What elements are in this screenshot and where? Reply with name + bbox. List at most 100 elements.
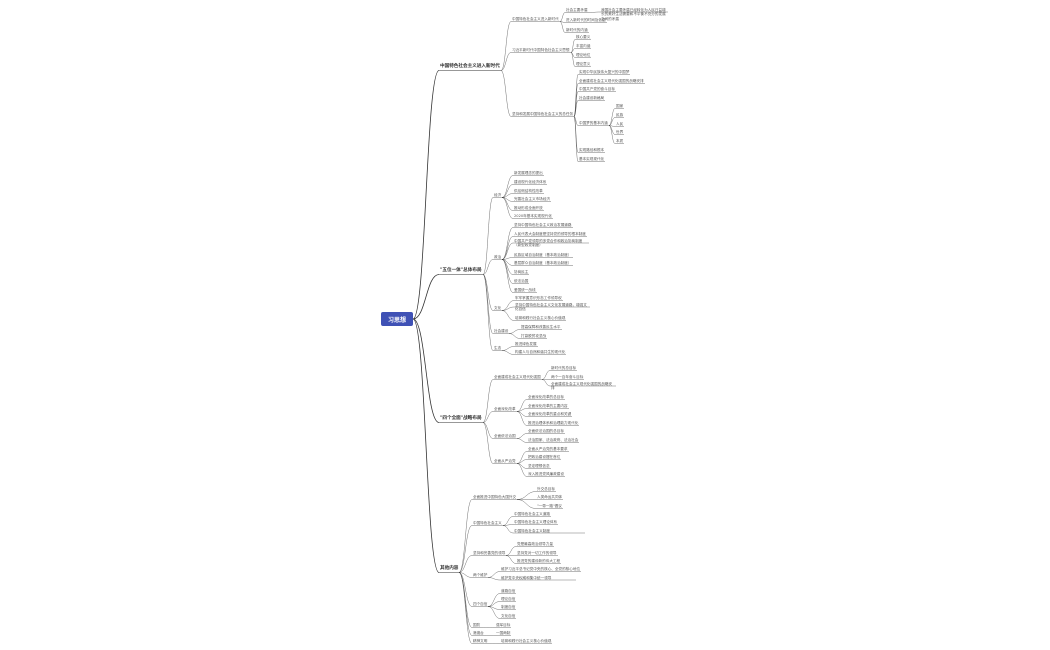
topic-n2-2-4[interactable]: 民族区域自治制度（基本政治制度） [514, 253, 572, 257]
topic-n3-2[interactable]: 全面深化改革 [494, 407, 516, 411]
topic-n1-3-7[interactable]: 基本实现现代化 [579, 157, 605, 161]
topic-n2-4-1[interactable]: 提高保障和改善民生水平 [521, 325, 561, 329]
topic-n2-4[interactable]: 社会建设 [494, 329, 509, 333]
topic-n1-2-1[interactable]: 核心要义 [576, 35, 591, 39]
topic-n2[interactable]: "五位一体"总体布局 [440, 268, 482, 273]
connector [501, 259, 514, 266]
topic-n2-2[interactable]: 政治 [494, 255, 502, 259]
topic-n2-1[interactable]: 经济 [494, 193, 502, 197]
topic-n1-1[interactable]: 中国特色社会主义进入新时代 [512, 17, 559, 21]
topic-n4-3-3[interactable]: 推进党的建设新的伟大工程 [517, 559, 561, 563]
topic-n3-2-2[interactable]: 全面深化改革的主要内容 [528, 404, 568, 408]
topic-n4-6[interactable]: 国防 [473, 623, 481, 627]
topic-n4-5-1[interactable]: 道路自信 [501, 589, 516, 593]
topic-n2-5[interactable]: 生态 [494, 346, 502, 350]
topic-n2-2-2[interactable]: 人民代表大会制度是坚持党的领导的根本制度 [514, 232, 586, 236]
topic-n2-2-8[interactable]: 爱国统一战线 [514, 288, 536, 292]
topic-n3-3-1[interactable]: 全面依法治国的总目标 [528, 429, 564, 433]
topic-n1[interactable]: 中国特色社会主义进入新时代 [440, 64, 500, 69]
topic-n1-3-5[interactable]: 中国梦的基本内涵 [579, 121, 608, 125]
topic-n2-5-2[interactable]: 构建人与自然和谐共生的现代化 [515, 350, 566, 354]
topic-n3-1-3[interactable]: 全面建成社会主义现代化强国的战略安排 [551, 382, 613, 391]
topic-n1-2[interactable]: 习近平新时代中国特色社会主义思想 [512, 48, 570, 52]
topic-n3-1-1[interactable]: 新时代的总目标 [551, 366, 577, 370]
topic-n4-1-1[interactable]: 外交总目标 [537, 487, 555, 491]
topic-n1-3-5-3[interactable]: 人民 [616, 122, 624, 126]
topic-n1-2-2[interactable]: 丰富内涵 [576, 44, 591, 48]
topic-n2-3-2[interactable]: 坚持中国特色社会主义文化发展道路，增强文化自信 [515, 303, 587, 312]
topic-n1-3-5-1[interactable]: 国家 [616, 104, 624, 108]
topic-n4-7[interactable]: 港澳台 [473, 631, 484, 635]
topic-n4-1-3[interactable]: "一带一路"倡议 [537, 504, 562, 508]
topic-n2-2-5[interactable]: 基层群众自治制度（基本政治制度） [514, 261, 572, 265]
topic-n1-3[interactable]: 坚持和发展中国特色社会主义的总任务 [512, 112, 574, 116]
topic-n1-3-5-4[interactable]: 世界 [616, 130, 624, 134]
topic-n2-3[interactable]: 文化 [494, 306, 502, 310]
topic-n1-3-4[interactable]: 社会建设新格局 [579, 96, 605, 100]
topic-n2-2-1[interactable]: 坚持中国特色社会主义政治发展道路 [514, 223, 572, 227]
topic-n2-5-1[interactable]: 推进绿色发展 [515, 342, 537, 346]
topic-n2-4-2[interactable]: 打赢脱贫攻坚战 [521, 334, 547, 338]
topic-n3-1-2[interactable]: 两个一百年奋斗目标 [551, 375, 584, 379]
topic-n2-2-3[interactable]: 中国共产党领导的多党合作和政治协商制度（新型政党制度） [514, 239, 583, 248]
topic-n3-3-2[interactable]: 法治国家、法治政府、法治社会 [528, 438, 579, 442]
topic-n4-3-1[interactable]: 党是最高政治领导力量 [517, 542, 553, 546]
topic-n2-3-1[interactable]: 牢牢掌握意识形态工作领导权 [515, 296, 562, 300]
topic-n3-1[interactable]: 全面建成社会主义现代化强国 [494, 375, 541, 379]
topic-n1-3-5-2[interactable]: 民族 [616, 113, 624, 117]
topic-n4-2-1[interactable]: 中国特色社会主义道路 [514, 512, 550, 516]
topic-n1-3-3[interactable]: 中国共产党的奋斗目标 [579, 87, 615, 91]
topic-n4-2-3[interactable]: 中国特色社会主义制度 [514, 529, 550, 533]
connector [573, 83, 579, 117]
topic-n4-4-2[interactable]: 维护党中央权威和集中统一领导 [501, 576, 552, 580]
topic-n4-2[interactable]: 中国特色社会主义 [473, 521, 502, 525]
topic-n1-3-1[interactable]: 实现中华民族伟大复兴的中国梦 [579, 70, 630, 74]
topic-n4-5-4[interactable]: 文化自信 [501, 614, 516, 618]
topic-n4-5-3[interactable]: 制度自信 [501, 605, 516, 609]
topic-n3-4[interactable]: 全面从严治党 [494, 459, 516, 463]
topic-n1-1-1[interactable]: 社会主要矛盾 [566, 8, 588, 12]
topic-n4-6-1[interactable]: 强军目标 [496, 623, 511, 627]
topic-n2-2-6[interactable]: 协商民主 [514, 270, 529, 274]
topic-n4-8-1[interactable]: 培育和践行社会主义核心价值观 [501, 639, 552, 643]
topic-n2-1-5[interactable]: 推动形成全面开放 [514, 206, 543, 210]
topic-n4-5[interactable]: 四个自信 [473, 602, 488, 606]
topic-n3-2-1[interactable]: 全面深化改革的总目标 [528, 395, 564, 399]
topic-n4-2-2[interactable]: 中国特色社会主义理论体系 [514, 520, 558, 524]
topic-n1-1-2[interactable]: 进入新时代的时间及依据 [566, 18, 606, 22]
topic-n2-1-3[interactable]: 供给侧结构性改革 [514, 189, 543, 193]
topic-n4-8[interactable]: 精神文明 [473, 639, 488, 643]
topic-n4-1[interactable]: 全面推进中国特色大国外交 [473, 495, 517, 499]
topic-n3[interactable]: "四个全面"战略布局 [440, 416, 482, 421]
topic-n4-7-1[interactable]: 一国两制 [496, 631, 511, 635]
topic-n1-3-6[interactable]: 实现路径和根本 [579, 148, 605, 152]
topic-n2-3-3[interactable]: 培育和践行社会主义核心价值观 [515, 316, 566, 320]
topic-n3-4-1[interactable]: 全面从严治党的基本要求 [528, 447, 568, 451]
topic-n2-1-6[interactable]: 2020年基本实现现代化 [514, 214, 552, 218]
topic-n2-1-2[interactable]: 建设现代化经济体系 [514, 180, 547, 184]
topic-n1-2-4[interactable]: 理论意义 [576, 62, 591, 66]
topic-n3-4-4[interactable]: 深入推进党风廉政建设 [528, 472, 564, 476]
topic-n3-4-2[interactable]: 把政治建设摆在首位 [528, 455, 561, 459]
root-node[interactable]: 习思想 [381, 312, 413, 326]
topic-n2-2-7[interactable]: 依法治国 [514, 279, 529, 283]
topic-n1-3-2[interactable]: 全面建成社会主义现代化强国的战略安排 [579, 79, 644, 83]
topic-n1-1-3[interactable]: 新时代的内涵 [566, 28, 588, 32]
topic-n3-2-3[interactable]: 全面深化改革的重点和关键 [528, 412, 572, 416]
topic-n2-1-1[interactable]: 新发展理念的提出 [514, 171, 543, 175]
topic-n4-1-2[interactable]: 人类命运共同体 [537, 495, 563, 499]
topic-n4-4[interactable]: 两个维护 [473, 573, 488, 577]
topic-n3-4-3[interactable]: 坚定理想信念 [528, 464, 550, 468]
topic-n4[interactable]: 其他内容 [440, 566, 459, 571]
topic-n2-1-4[interactable]: 完善社会主义市场经济 [514, 197, 550, 201]
topic-n1-2-3[interactable]: 理论地位 [576, 53, 591, 57]
topic-n4-3-2[interactable]: 坚持党对一切工作的领导 [517, 551, 557, 555]
topic-n4-5-2[interactable]: 理论自信 [501, 597, 516, 601]
connector [516, 499, 537, 509]
topic-n3-2-4[interactable]: 推进治理体系和治理能力现代化 [528, 421, 579, 425]
topic-n3-3[interactable]: 全面依法治国 [494, 434, 516, 438]
topic-n4-4-1[interactable]: 维护习近平总书记党中央的核心、全党的核心地位 [501, 567, 581, 571]
topic-n1-3-5-5[interactable]: 本质 [616, 139, 624, 143]
topic-n1-1-1-1[interactable]: 我国社会主要矛盾已经转化为人民日益增长的美好生活需要和不平衡不充分的发展之间的矛… [601, 8, 666, 21]
topic-n4-3[interactable]: 坚持和完善党的领导 [473, 551, 506, 555]
